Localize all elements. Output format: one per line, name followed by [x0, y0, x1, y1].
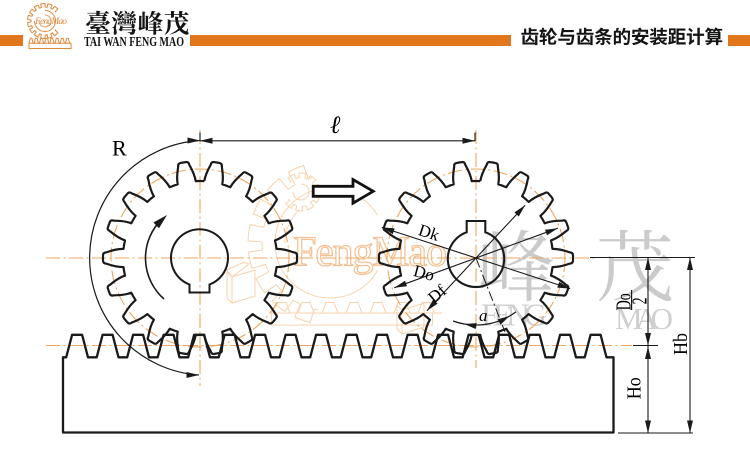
svg-text:FENG: FENG [481, 297, 547, 333]
svg-text:MAO: MAO [615, 301, 673, 336]
svg-text:ℓ: ℓ [330, 112, 341, 139]
svg-text:2: 2 [627, 297, 651, 304]
svg-text:TAI WAN FENG MAO: TAI WAN FENG MAO [84, 34, 184, 49]
svg-text:FengMao: FengMao [293, 230, 447, 276]
svg-text:Hb: Hb [670, 333, 692, 355]
svg-text:Do: Do [611, 293, 635, 310]
svg-text:FengMao: FengMao [34, 17, 67, 27]
svg-text:R: R [112, 136, 127, 161]
svg-text:a: a [479, 306, 488, 325]
svg-text:Ho: Ho [624, 377, 646, 399]
svg-text:Do: Do [411, 261, 436, 285]
svg-text:Df: Df [424, 281, 450, 307]
